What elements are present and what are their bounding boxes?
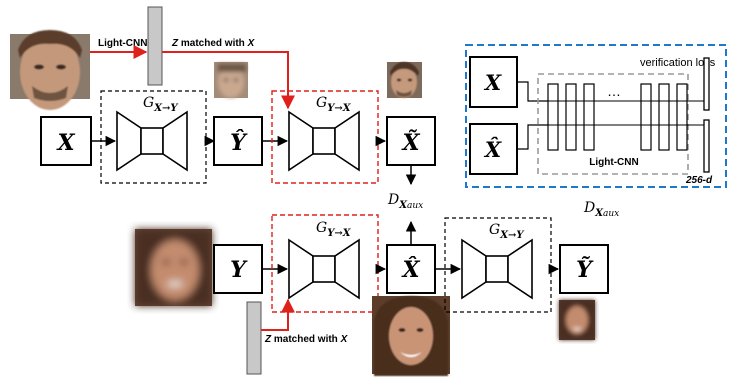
- input-x-symbol-top: X: [55, 130, 75, 156]
- arrow-z-to-generator-top: [162, 51, 295, 110]
- verification-loss-label: verification loss: [640, 57, 716, 69]
- generator-xy-label-top: GX→Y: [143, 95, 178, 114]
- generator-yx-frame-bottom: [271, 214, 379, 313]
- ytilde-box-bottom: [559, 244, 609, 294]
- panel-feature-vector-top: [703, 57, 710, 111]
- lightcnn-bar-top: [147, 6, 163, 86]
- yhat-symbol-top: Ŷ: [230, 129, 248, 156]
- face-photo-xtilde: [387, 62, 422, 98]
- face-photo-ytilde-blurred: [559, 300, 595, 340]
- generator-yx-hourglass-bottom: [288, 238, 360, 300]
- lightcnn-bar-bottom: [246, 301, 262, 375]
- panel-x-box: [469, 56, 518, 108]
- panel-connector-x: [517, 81, 548, 102]
- xtilde-symbol-top: X̃: [400, 130, 420, 156]
- panel-xhat-symbol: X̂: [483, 137, 502, 162]
- panel-layer-stack: [547, 83, 688, 151]
- face-photo-input-woman-blurred: [135, 229, 212, 306]
- ytilde-symbol-bottom: Ỹ: [576, 256, 594, 283]
- generator-xy-label-bottom: GX→Y: [489, 222, 524, 241]
- face-photo-xhat-output: [372, 296, 450, 376]
- generator-yx-label-top: GY→X: [316, 95, 352, 114]
- panel-lightcnn-label: Light-CNN: [589, 157, 638, 168]
- input-y-box-bottom: [213, 244, 263, 294]
- face-photo-yhat-blurred: [214, 62, 248, 98]
- panel-xhat-box: [469, 123, 518, 175]
- z-matched-label-top: Z matched with X: [171, 38, 256, 49]
- panel-layer-ellipsis: …: [607, 83, 621, 99]
- z-matched-label-bottom: Z matched with X: [264, 334, 349, 345]
- panel-feature-vector-bottom: [703, 119, 710, 173]
- panel-lightcnn-frame: [537, 73, 689, 175]
- panel-x-symbol: X: [483, 70, 502, 95]
- panel-connector-xhat: [517, 124, 548, 150]
- discriminator-panel-frame: [465, 44, 727, 188]
- generator-xy-hourglass-top: [116, 110, 188, 172]
- discriminator-label-middle: DXaux: [387, 192, 423, 211]
- xtilde-box-top: [386, 116, 436, 166]
- lightcnn-label-top: Light-CNN: [98, 38, 147, 49]
- input-y-symbol-bottom: Y: [230, 257, 248, 283]
- generator-yx-label-bottom: GY→X: [316, 220, 352, 239]
- generator-xy-hourglass-bottom: [461, 238, 533, 300]
- xhat-symbol-bottom: X̂: [400, 257, 420, 283]
- face-photo-input-man: [10, 30, 90, 110]
- arrow-z-to-generator-bottom: [261, 298, 295, 331]
- panel-feature-dim-label: 256-d: [685, 175, 713, 186]
- generator-xy-frame-bottom: [444, 217, 552, 313]
- generator-yx-hourglass-top: [288, 110, 360, 172]
- discriminator-panel-caption: DXaux: [583, 200, 619, 219]
